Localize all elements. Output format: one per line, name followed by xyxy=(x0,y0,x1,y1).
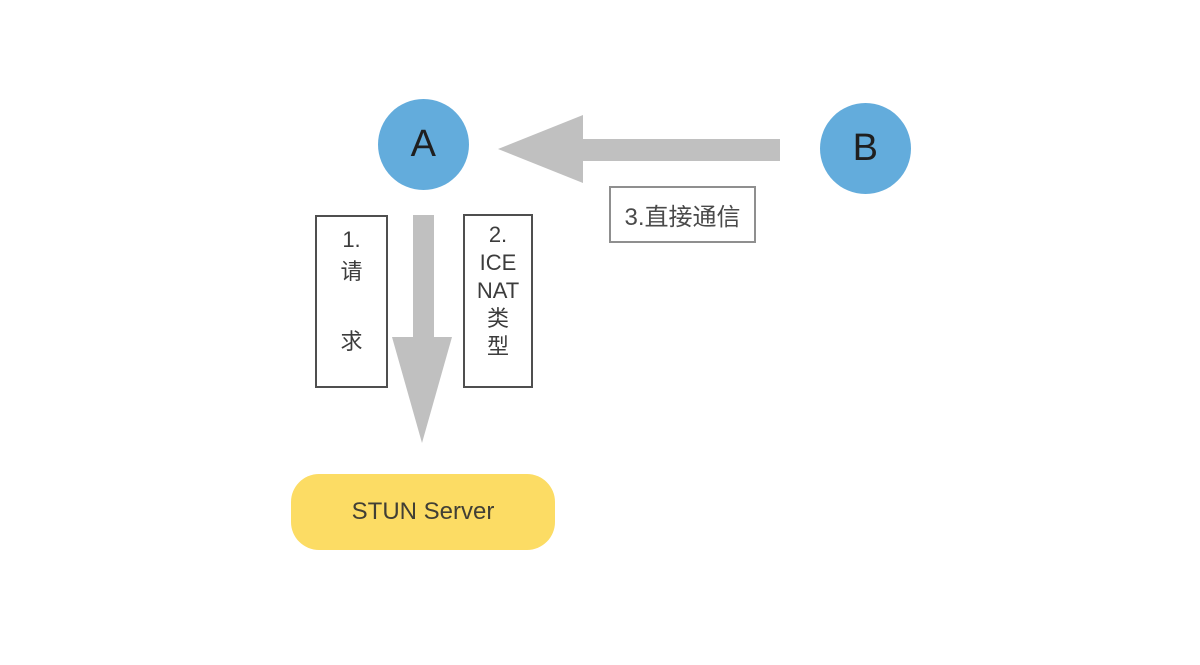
ice-nat-step-line: ICE xyxy=(479,250,517,275)
node-b-circle: B xyxy=(820,103,911,194)
ice-nat-step-line: 2. xyxy=(488,222,508,247)
node-a-circle: A xyxy=(378,99,469,190)
request-step-line: 求 xyxy=(340,329,363,354)
ice-nat-step-line: 型 xyxy=(486,334,509,359)
arrow-b-to-a-shaft xyxy=(583,139,780,161)
direct-communication-label-box: 3.直接通信 xyxy=(609,186,756,243)
direct-communication-label: 3.直接通信 xyxy=(624,204,741,231)
node-a-label: A xyxy=(410,123,437,165)
node-b-label: B xyxy=(852,127,879,169)
ice-nat-step-box: 2. ICE NAT 类 型 xyxy=(463,214,533,388)
ice-nat-step-line: NAT xyxy=(476,278,520,303)
ice-nat-step-line: 类 xyxy=(486,306,509,331)
stun-server-node: STUN Server xyxy=(291,474,555,550)
request-step-line: 1. xyxy=(342,227,361,252)
arrow-a-to-stun-head-icon xyxy=(392,337,452,443)
request-step-line: 请 xyxy=(340,259,363,284)
arrow-a-to-stun-shaft xyxy=(413,215,434,337)
stun-server-label: STUN Server xyxy=(351,498,495,525)
request-step-box: 1. 请 求 xyxy=(315,215,388,388)
arrow-b-to-a-head-icon xyxy=(498,115,583,183)
